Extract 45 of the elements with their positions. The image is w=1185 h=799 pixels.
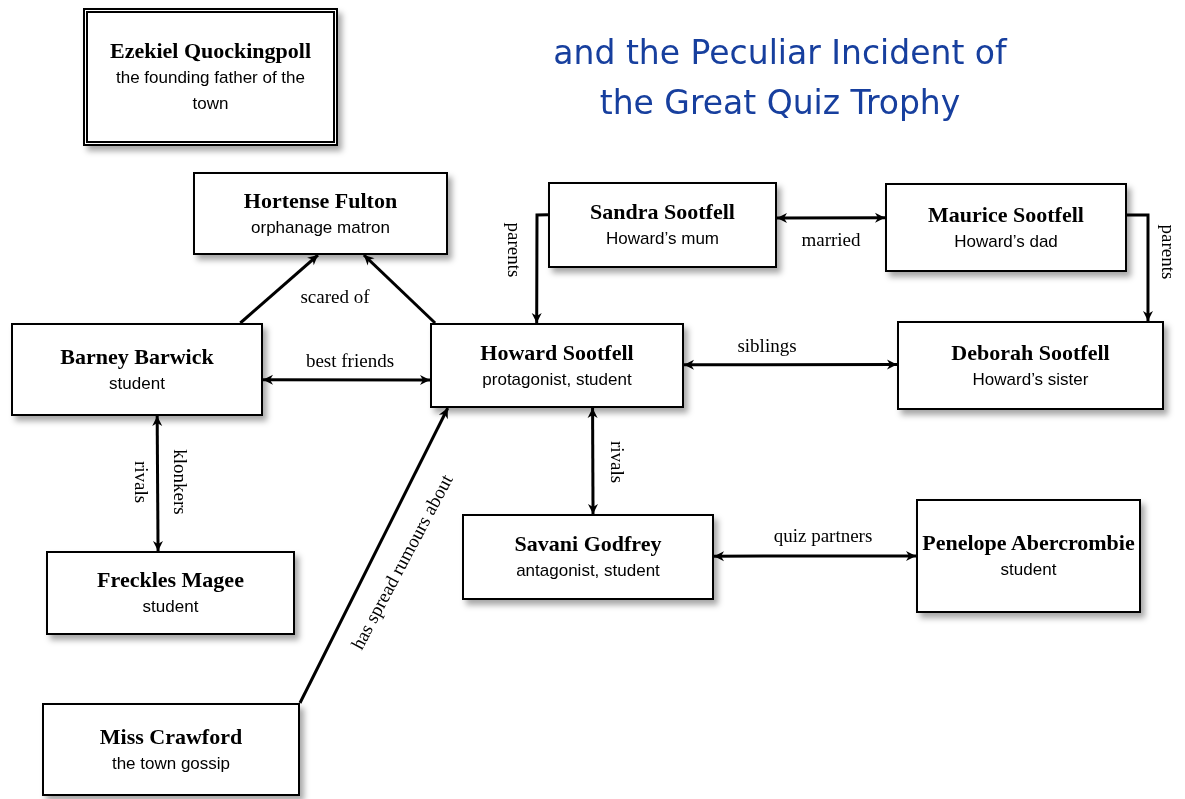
character-name: Maurice Sootfell [927,200,1085,229]
arrow [587,408,598,514]
character-role: Howard’s mum [604,228,721,250]
character-role: Howard’s sister [971,368,1090,391]
character-name: Barney Barwick [59,342,215,371]
character-box [42,703,300,796]
arrow [263,374,430,385]
character-box [916,499,1141,613]
character-name: Hortense Fulton [242,186,399,215]
character-role: orphanage matron [250,216,391,239]
arrow [531,213,549,323]
character-box [462,514,714,600]
arrow [714,551,916,562]
arrow [684,359,897,370]
arrow [152,416,163,551]
title: and the Peculiar Incident of the Great Quiz Trophy [552,32,1009,124]
character-role: student [108,372,166,395]
arrow [1127,213,1153,321]
character-name: Ezekiel Quockingpoll [108,37,313,65]
character-name: Penelope Abercrombie [921,529,1136,557]
character-name: Savani Godfrey [513,530,663,558]
character-box [46,551,295,635]
character-name: Deborah Sootfell [950,338,1111,367]
character-role: the town gossip [110,752,232,775]
arrow [777,212,885,224]
character-box [83,8,338,146]
character-role: protagonist, student [481,368,633,391]
arrow [362,253,437,325]
character-role: Howard’s dad [953,230,1059,253]
character-box [885,183,1127,272]
character-box [193,172,448,255]
character-box [430,323,684,408]
arrow [239,253,319,325]
character-role: student [141,596,200,618]
character-name: Freckles Magee [96,566,245,594]
character-box [548,182,777,268]
character-role: student [999,559,1058,581]
character-box [897,321,1164,410]
character-name: Howard Sootfell [479,338,635,367]
character-name: Miss Crawford [98,722,244,751]
character-name: Sandra Sootfell [589,198,736,226]
arrow [298,407,450,704]
character-role: antagonist, student [515,560,661,582]
character-role: the founding father of the town [114,67,306,115]
character-box [11,323,263,416]
